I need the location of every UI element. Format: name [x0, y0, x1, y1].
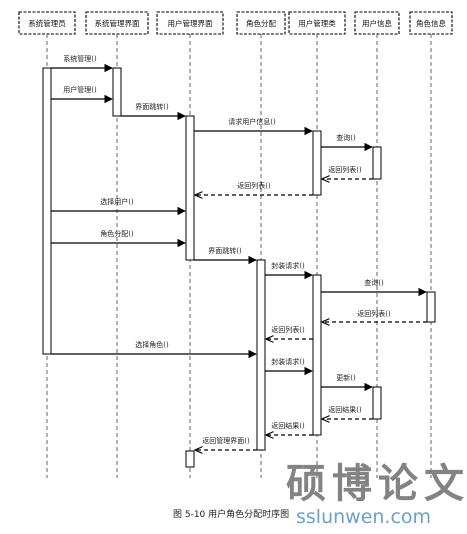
message-label: 返回列表(): [357, 309, 391, 318]
participant-user-ui: 用户管理界面: [156, 11, 224, 35]
watermark-text: 硕博论文网: [286, 460, 467, 507]
activation-bars: [42, 67, 436, 468]
activation-system-admin: [42, 67, 52, 355]
message-label: 用户管理(): [63, 85, 97, 94]
activation-user-class-1: [312, 130, 322, 196]
participant-user-info: 用户信息: [354, 11, 400, 35]
participant-role-assign: 角色分配: [236, 11, 286, 35]
figure-caption: 图 5-10 用户角色分配时序图: [173, 508, 289, 520]
participant-label: 系统管理员: [28, 18, 66, 28]
message-label: 返回管理界面(): [202, 436, 250, 445]
participant-label: 用户信息: [362, 18, 392, 28]
participant-system-admin: 系统管理员: [18, 11, 76, 35]
message-label: 系统管理(): [63, 54, 97, 63]
watermark-url: sslunwen.com: [296, 506, 431, 528]
message-labels: 系统管理() 用户管理() 界面跳转() 请求用户信息() 查询() 返回列表(…: [63, 54, 391, 445]
participant-label: 用户管理界面: [168, 18, 213, 28]
message-label: 查询(): [364, 278, 384, 287]
activation-role-info: [426, 291, 436, 323]
participant-label: 角色分配: [246, 18, 276, 28]
activation-user-info-1: [372, 146, 382, 180]
message-label: 返回列表(): [328, 165, 362, 174]
message-label: 界面跳转(): [208, 246, 242, 255]
message-label: 返回列表(): [271, 325, 305, 334]
message-label: 更新(): [336, 373, 356, 382]
message-label: 封装请求(): [271, 261, 305, 270]
activation-role-assign: [256, 259, 266, 451]
message-label: 返回结果(): [271, 421, 305, 430]
message-label: 选择角色(): [135, 340, 169, 349]
message-label: 请求用户信息(): [228, 117, 276, 126]
message-label: 封装请求(): [271, 357, 305, 366]
message-label: 返回列表(): [237, 181, 271, 190]
activation-user-info-2: [372, 386, 382, 420]
participant-label: 系统管理界面: [95, 18, 140, 28]
activation-user-ui-1: [185, 115, 195, 261]
message-label: 查询(): [336, 133, 356, 142]
activation-user-ui-2: [185, 450, 195, 468]
messages: [51, 63, 427, 450]
participant-label: 用户管理类: [298, 18, 336, 28]
message-label: 返回结果(): [328, 405, 362, 414]
participant-label: 角色信息: [416, 18, 446, 28]
message-label: 选择用户(): [100, 197, 134, 206]
message-label: 角色分配(): [100, 229, 134, 238]
activation-user-class-2: [312, 274, 322, 436]
watermark: 硕博论文网 sslunwen.com: [286, 460, 467, 528]
participant-role-info: 角色信息: [409, 11, 453, 35]
activation-system-ui: [112, 67, 122, 117]
participant-system-ui: 系统管理界面: [85, 11, 149, 35]
message-label: 界面跳转(): [135, 102, 169, 111]
participant-user-class: 用户管理类: [288, 11, 346, 35]
